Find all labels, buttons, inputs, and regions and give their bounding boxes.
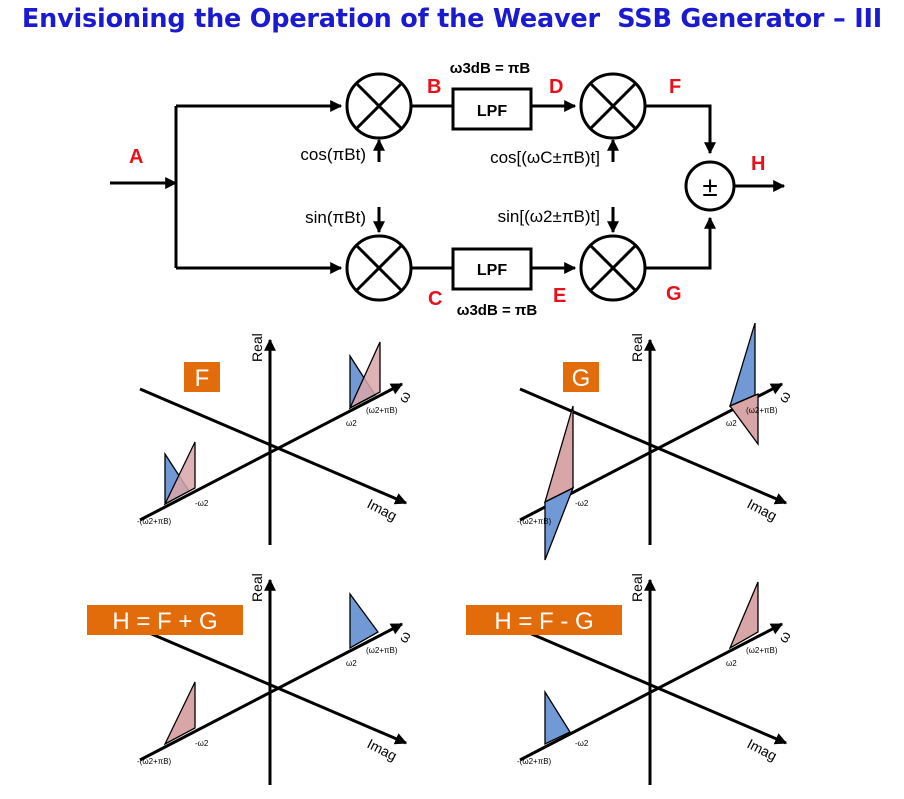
pos-red-triangle [348,341,381,410]
lpf-top-label: LPF [477,103,507,120]
omega-label: ω [395,388,414,405]
w2-pi-label: (ω2+πB) [366,406,398,415]
node-c: C [428,288,442,310]
spectra [543,322,759,561]
osc1-top-label: cos(πBt) [300,145,366,164]
osc2-bottom-label: sin[(ω2±πB)t] [498,207,600,226]
neg-w2-label: -ω2 [195,499,209,508]
real-label: Real [249,573,265,602]
w2-label: ω2 [726,659,737,668]
neg-w2-label: -ω2 [575,739,589,748]
panel-tag-box [466,605,622,635]
neg-w2-label: -ω2 [195,739,209,748]
lpf-bottom-label: LPF [477,262,507,279]
node-g: G [666,283,682,305]
bottom-to-sum-line [645,216,716,270]
w2-label: ω2 [346,659,357,668]
node-b: B [427,76,441,98]
neg-w2-pi-label: -(ω2+πB) [517,517,552,526]
node-e: E [553,285,566,307]
axes [139,338,408,545]
cutoff-top-label: ω3dB = πB [450,60,531,77]
node-h: H [751,153,765,175]
imag-axis [519,387,788,505]
neg-blue-triangle [544,689,571,746]
neg-w2-label: -ω2 [575,499,589,508]
panel-tag-box [563,362,599,392]
w2-pi-label: (ω2+πB) [746,406,778,415]
w2-label: ω2 [346,419,357,428]
neg-w2-pi-label: -(ω2+πB) [517,757,552,766]
mixer-2-top [579,72,647,140]
axes [519,578,788,785]
block-diagram-text: A B C D E F G H LPF LPF ω3dB = πB ω3dB =… [129,60,765,319]
omega-axis [139,622,404,762]
neg-red-triangle [543,405,574,504]
imag-label: Imag [745,735,780,763]
mixer-2-bottom [579,234,647,302]
real-label: Real [249,333,265,362]
neg-blue-triangle [544,486,575,561]
panel-tag: G [572,365,591,392]
panel-tag: H = F + G [112,608,217,635]
cutoff-bottom-label: ω3dB = πB [457,302,538,319]
imag-label: Imag [745,495,780,523]
block-diagram [110,72,786,302]
omega-axis [519,622,784,762]
imag-label: Imag [365,735,400,763]
top-to-sum-line [645,104,716,155]
omega-label: ω [775,628,794,645]
node-d: D [549,76,563,98]
omega-axis [139,382,404,522]
panel-tag: H = F - G [494,608,593,635]
pos-blue-triangle [349,592,379,650]
mixer-1-bottom [345,234,413,302]
panel-tag-box [87,605,243,635]
spectra [163,592,379,746]
pos-red-triangle [728,393,759,446]
imag-axis [519,627,788,745]
node-f: F [669,76,681,98]
real-label: Real [629,333,645,362]
imag-label: Imag [365,495,400,523]
summer-sign: ± [702,171,717,202]
panel-tag-box [184,362,220,392]
w2-pi-label: (ω2+πB) [746,646,778,655]
omega-label: ω [775,388,794,405]
imag-axis [139,627,408,745]
osc2-top-label: cos[(ωC±πB)t] [490,148,600,167]
spectra [163,341,381,506]
axes [139,578,408,785]
neg-w2-pi-label: -(ω2+πB) [137,517,172,526]
lpf-bottom-box [451,247,533,291]
neg-red-triangle [163,441,196,506]
pos-red-triangle [728,581,759,650]
w2-pi-label: (ω2+πB) [366,646,398,655]
spectra [544,581,759,746]
imag-axis [139,387,408,505]
real-label: Real [629,573,645,602]
w2-label: ω2 [726,419,737,428]
osc1-bottom-label: sin(πBt) [305,208,366,227]
pos-blue-triangle [728,322,756,408]
neg-red-triangle [163,681,196,746]
panel-tag: F [195,365,210,392]
omega-label: ω [395,628,414,645]
mixer-1-top [345,72,413,140]
node-a: A [129,146,143,168]
neg-w2-pi-label: -(ω2+πB) [137,757,172,766]
lpf-top-box [451,87,533,131]
page-title: Envisioning the Operation of the Weaver … [21,4,883,34]
spectrum-panels: RealImagωFω2(ω2+πB)-ω2-(ω2+πB)RealImagωG… [87,322,794,785]
